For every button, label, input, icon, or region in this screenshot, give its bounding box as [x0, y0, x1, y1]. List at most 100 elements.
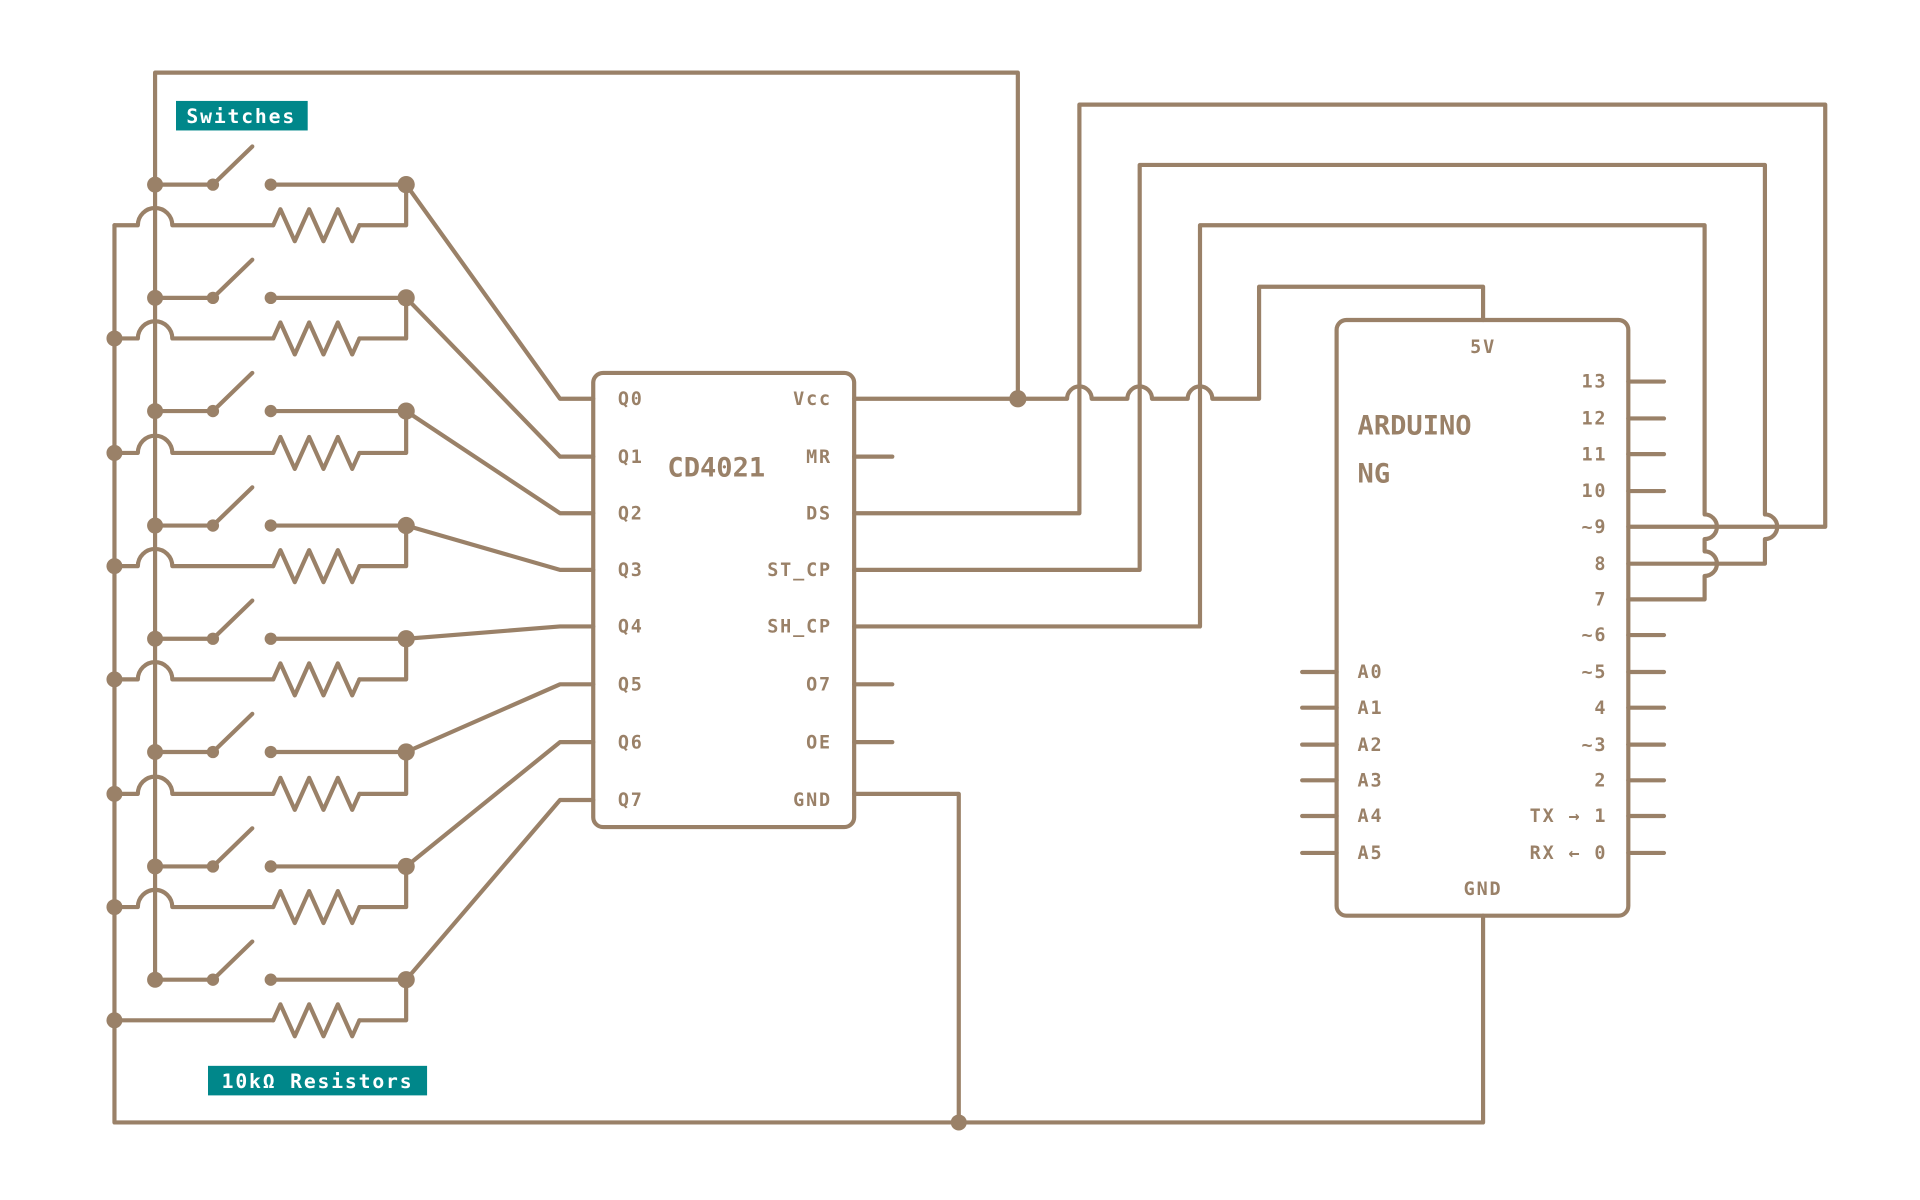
resistor-10k	[271, 434, 362, 472]
junction-dots	[106, 176, 1027, 1131]
switch-blade	[210, 257, 255, 300]
ground-junction-dot	[106, 1012, 123, 1029]
resistor-lead-wire	[112, 887, 276, 910]
common-junction-dot	[147, 289, 164, 306]
resistor-out-wire	[357, 977, 409, 1023]
chip-pin-q2: Q2	[618, 503, 644, 524]
switch-pivot-dot	[206, 178, 220, 191]
switch-junction-dot	[397, 176, 415, 194]
q-pin-wire	[404, 682, 596, 755]
switch-blade	[210, 598, 255, 641]
ground-junction-dot	[106, 785, 123, 802]
chip-pin-q7: Q7	[618, 790, 644, 811]
shcp-to-pin7-wire	[852, 223, 1720, 629]
q-pin-wire	[404, 797, 596, 982]
common-junction-dot	[147, 517, 164, 534]
switch-junction-dot	[397, 402, 415, 420]
arduino-name-line1: ARDUINO	[1358, 410, 1472, 441]
switch-pivot-dot	[206, 291, 220, 304]
resistor-lead-wire	[112, 319, 276, 341]
arduino-pin-3: 10	[1581, 481, 1607, 502]
arduino-pin-7: ~6	[1581, 625, 1607, 646]
switch-contact-dot	[264, 519, 277, 532]
arduino-pin-a2: A2	[1358, 735, 1384, 756]
resistors-label: 10kΩ Resistors	[222, 1070, 414, 1093]
stcp-to-pin8-wire	[852, 162, 1780, 572]
q-pin-wire	[404, 740, 596, 869]
resistors-tag: 10kΩ Resistors	[208, 1065, 428, 1096]
ground-junction-dot	[106, 330, 123, 347]
switch-blade	[210, 939, 255, 982]
resistor-lead-wire	[112, 205, 276, 228]
switch-junction-dot	[397, 516, 415, 535]
switch-junction-dot	[397, 857, 415, 876]
switch-contact-dot	[264, 291, 277, 304]
resistor-lead-wire	[112, 660, 276, 682]
switch-contact-dot	[264, 973, 277, 986]
arduino-pin-6: 7	[1594, 590, 1607, 611]
switch-blade	[210, 485, 255, 528]
resistor-out-wire	[357, 749, 409, 796]
switch-blade	[210, 826, 255, 869]
common-junction-dot	[147, 744, 164, 760]
ground-junction-dot	[106, 899, 123, 916]
switch-contact-dot	[264, 178, 277, 191]
resistor-10k	[271, 207, 362, 244]
common-junction-dot	[147, 630, 164, 647]
ground-junction-dot	[106, 444, 123, 461]
common-junction-dot	[147, 176, 164, 193]
arduino-name-line2: NG	[1358, 458, 1391, 489]
arduino-pin-1: 12	[1581, 409, 1607, 430]
switch-pivot-dot	[206, 632, 220, 645]
chip-pin-ds: DS	[806, 503, 832, 524]
switches-tag: Switches	[176, 100, 308, 131]
common-junction-dot	[147, 858, 164, 875]
switch-contact-dot	[264, 404, 277, 418]
switch-blade	[210, 144, 255, 187]
arduino-pin-5: 8	[1594, 554, 1607, 575]
switch-contact-dot	[264, 632, 277, 645]
resistor-10k	[271, 661, 362, 698]
ds-to-pin9-wire	[852, 102, 1828, 529]
arduino-pin-a1: A1	[1358, 698, 1384, 719]
arduino-5v-label: 5V	[1470, 337, 1496, 358]
chip-pin-q4: Q4	[618, 617, 644, 638]
switch-pivot-dot	[206, 973, 220, 986]
switch-blade	[210, 370, 255, 414]
wires	[112, 70, 1828, 1125]
ground-junction-dot	[106, 671, 123, 688]
arduino-pin-13: RX ← 0	[1530, 843, 1608, 864]
resistor-out-wire	[357, 408, 409, 456]
resistor-out-wire	[357, 523, 409, 569]
switch-pivot-dot	[206, 404, 220, 418]
arduino-pin-11: 2	[1594, 770, 1607, 791]
q-pin-wire	[404, 182, 596, 401]
switch-junction-dot	[397, 289, 415, 307]
q-pin-wire	[404, 408, 596, 516]
resistor-lead-wire	[112, 433, 276, 456]
chip-name: CD4021	[667, 452, 765, 483]
switch-contact-dot	[264, 745, 277, 759]
q-pin-wire	[404, 295, 596, 459]
arduino-pin-a3: A3	[1358, 770, 1384, 791]
chip-pin-vcc: Vcc	[793, 389, 832, 410]
arduino-pin-8: ~5	[1581, 662, 1607, 683]
switch-junction-dot	[397, 743, 415, 761]
arduino-pin-4: ~9	[1581, 517, 1607, 538]
switches-label: Switches	[186, 105, 296, 128]
resistor-10k	[271, 1002, 362, 1039]
arduino-gnd-label: GND	[1464, 879, 1503, 900]
resistor-out-wire	[357, 864, 409, 910]
chip-gnd-wire	[852, 791, 961, 1125]
arduino-pin-2: 11	[1581, 444, 1607, 465]
resistor-10k	[271, 888, 362, 926]
resistor-10k	[271, 320, 362, 357]
resistor-lead-wire	[112, 774, 276, 796]
resistor-lead-wire	[112, 546, 276, 569]
arduino-pin-a5: A5	[1358, 843, 1384, 864]
chip-pin-q0: Q0	[618, 389, 644, 410]
q-pin-wire	[404, 624, 596, 641]
ground-junction-dot	[106, 558, 123, 575]
